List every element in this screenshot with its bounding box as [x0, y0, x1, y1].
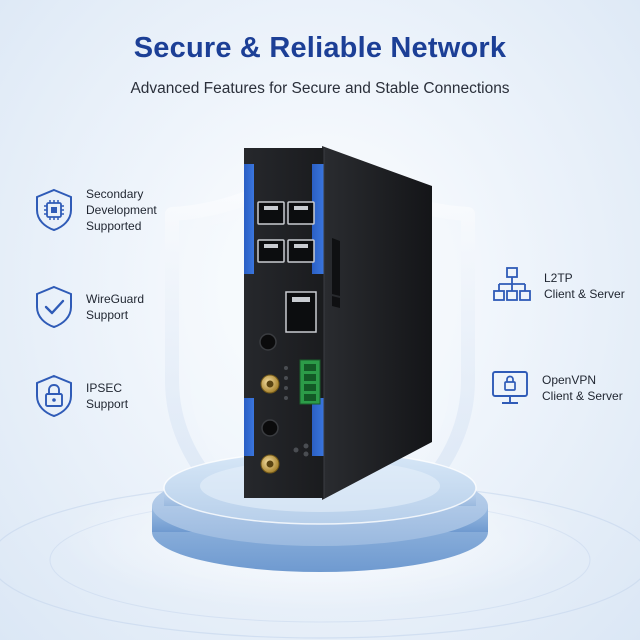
feature-openvpn: OpenVPN Client & Server — [490, 366, 623, 410]
feature-line: Secondary — [86, 187, 144, 201]
page-subtitle: Advanced Features for Secure and Stable … — [130, 80, 510, 97]
network-tree-icon — [493, 267, 531, 301]
lock-shield-icon — [36, 374, 72, 418]
feature-line: IPSEC — [86, 381, 123, 395]
feature-line: Client & Server — [544, 287, 625, 301]
chip-shield-icon — [36, 188, 72, 232]
feature-line: WireGuard — [86, 292, 145, 306]
router-device-image — [244, 146, 432, 500]
feature-line: Client & Server — [542, 389, 623, 403]
feature-line: Supported — [86, 219, 142, 233]
feature-line: Support — [86, 397, 129, 411]
feature-line: Support — [86, 308, 129, 322]
feature-secondary-development: Secondary Development Supported — [34, 186, 157, 234]
feature-line: L2TP — [544, 271, 573, 285]
feature-wireguard: WireGuard Support — [34, 285, 144, 329]
feature-line: Development — [86, 203, 157, 217]
feature-line: OpenVPN — [542, 373, 597, 387]
check-shield-icon — [36, 285, 72, 329]
feature-l2tp: L2TP Client & Server — [492, 264, 625, 308]
monitor-lock-icon — [492, 371, 528, 404]
feature-ipsec: IPSEC Support — [34, 374, 128, 418]
page-title: Secure & Reliable Network — [133, 32, 507, 64]
